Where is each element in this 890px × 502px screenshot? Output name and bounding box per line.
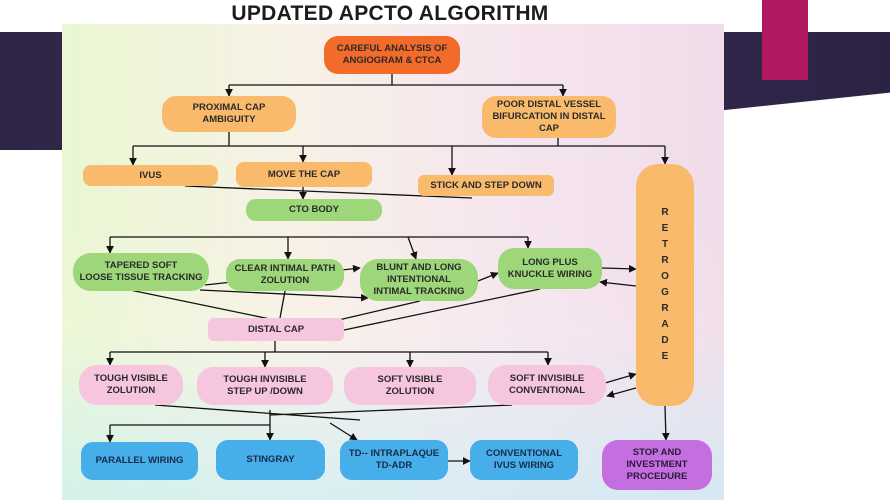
distal-cap-node: DISTAL CAP xyxy=(208,318,344,341)
retrograde-letter: T xyxy=(661,239,669,250)
tapered-soft-node: TAPERED SOFT LOOSE TISSUE TRACKING xyxy=(73,253,209,291)
poor-distal-vessel-node: POOR DISTAL VESSEL BIFURCATION IN DISTAL… xyxy=(482,96,616,138)
retrograde-node: R E T R O G R A D E xyxy=(636,164,694,406)
accent-tab xyxy=(762,0,808,80)
soft-visible-node: SOFT VISIBLE ZOLUTION xyxy=(344,367,476,405)
careful-analysis-node: CAREFUL ANALYSIS OF ANGIOGRAM & CTCA xyxy=(324,36,460,74)
tough-visible-node: TOUGH VISIBLE ZOLUTION xyxy=(79,365,183,405)
stop-investment-node: STOP AND INVESTMENT PROCEDURE xyxy=(602,440,712,490)
long-plus-knuckle-node: LONG PLUS KNUCKLE WIRING xyxy=(498,248,602,289)
page-title: UPDATED APCTO ALGORITHM xyxy=(231,2,549,25)
td-adr-node: TD-- INTRAPLAQUE TD-ADR xyxy=(340,440,448,480)
retrograde-letter: E xyxy=(661,351,669,362)
blunt-and-long-node: BLUNT AND LONG INTENTIONAL INTIMAL TRACK… xyxy=(360,259,478,301)
retrograde-letter: R xyxy=(661,255,669,266)
retrograde-letter: O xyxy=(661,271,669,282)
cto-body-node: CTO BODY xyxy=(246,199,382,221)
parallel-wiring-node: PARALLEL WIRING xyxy=(81,442,198,480)
retrograde-letter: D xyxy=(661,335,669,346)
stingray-node: STINGRAY xyxy=(216,440,325,480)
retrograde-letter: G xyxy=(661,287,669,298)
retrograde-letter: R xyxy=(661,303,669,314)
conventional-ivus-node: CONVENTIONAL IVUS WIRING xyxy=(470,440,578,480)
retrograde-letter: R xyxy=(661,207,669,218)
move-the-cap-node: MOVE THE CAP xyxy=(236,162,372,187)
proximal-cap-node: PROXIMAL CAP AMBIGUITY xyxy=(162,96,296,132)
retrograde-letter: A xyxy=(661,319,669,330)
clear-intimal-path-node: CLEAR INTIMAL PATH ZOLUTION xyxy=(226,259,344,291)
stick-and-step-down-node: STICK AND STEP DOWN xyxy=(418,175,554,196)
retrograde-letter: E xyxy=(661,223,669,234)
ivus-node: IVUS xyxy=(83,165,218,186)
soft-invisible-node: SOFT INVISIBLE CONVENTIONAL xyxy=(488,365,606,405)
tough-invisible-node: TOUGH INVISIBLE STEP UP /DOWN xyxy=(197,367,333,405)
